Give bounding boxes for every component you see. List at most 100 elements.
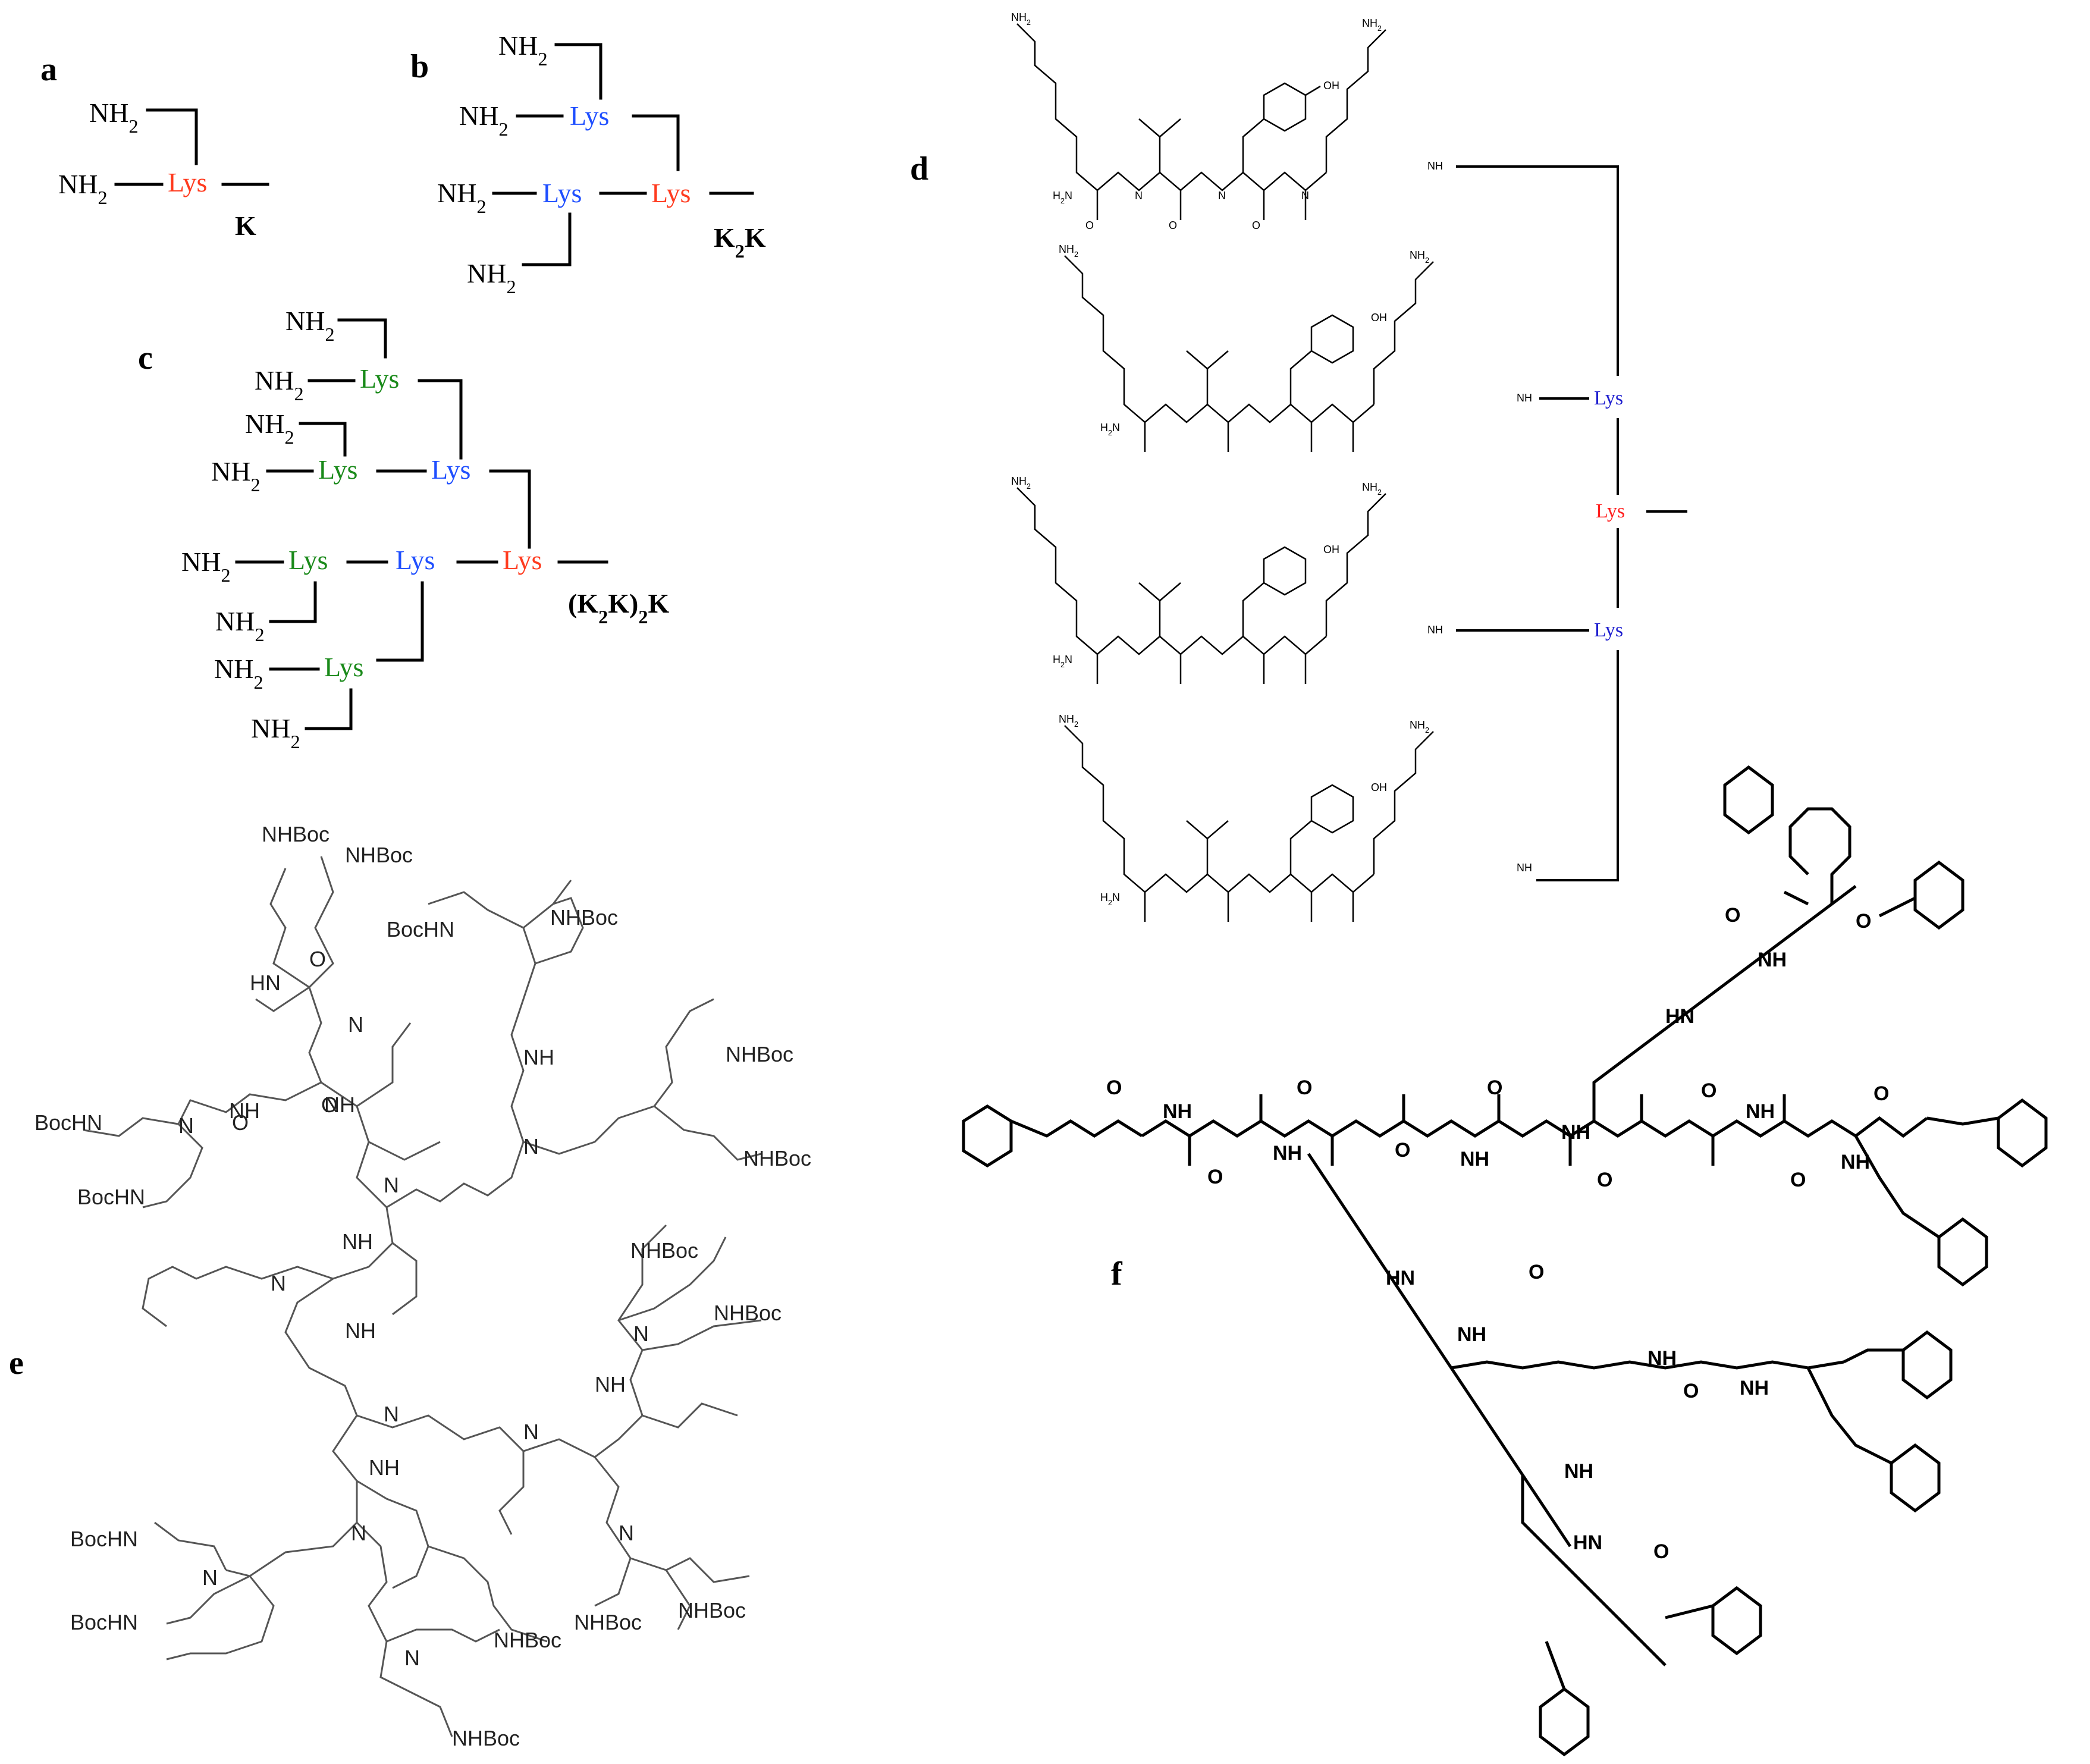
nh-label: NH: [342, 1229, 373, 1254]
bochn-label: BocHN: [387, 917, 454, 941]
nh2-label: NH2: [58, 169, 108, 208]
lys-second: Lys: [431, 454, 470, 485]
bochn-label: BocHN: [70, 1610, 138, 1634]
nhboc-label: NHBoc: [714, 1301, 782, 1325]
n-label: N: [351, 1521, 366, 1545]
oh-label: OH: [1323, 80, 1339, 92]
nhboc-label: NHBoc: [726, 1042, 793, 1066]
n-label: N: [523, 1134, 539, 1159]
bochn-label: BocHN: [34, 1110, 102, 1135]
nh-label: NH: [1273, 1142, 1302, 1165]
nh-label: NH: [1460, 1148, 1489, 1170]
panel-f-label: f: [1111, 1255, 1123, 1292]
panel-c: c NH2 NH2 Lys NH2 NH2 Lys Lys NH2 Lys Ly…: [138, 306, 669, 752]
nh2-label: NH2: [245, 409, 294, 448]
n-label: N: [348, 1012, 363, 1037]
peptide-chain: NH2 H2N O N O N O N OH NH2 NH: [1011, 11, 1443, 231]
nh-label: NH: [1427, 160, 1443, 172]
panel-f: f NH NH NH NH NH NH NH HN HN NH NH NH NH: [962, 765, 2048, 1757]
o-label: O: [1701, 1079, 1716, 1102]
o-label: O: [321, 1093, 338, 1117]
oh-label: OH: [1371, 312, 1387, 324]
lys-third: Lys: [288, 545, 328, 575]
n-label: N: [384, 1402, 399, 1426]
nh-label: NH: [1517, 862, 1532, 874]
oh-label: OH: [1371, 781, 1387, 793]
o-label: O: [1487, 1076, 1502, 1099]
nh-label: NH: [1163, 1100, 1192, 1123]
o-label: O: [1395, 1139, 1410, 1162]
o-label: O: [1653, 1540, 1669, 1563]
nhboc-label: NHBoc: [262, 822, 329, 846]
o-label: O: [1790, 1169, 1806, 1191]
panel-a-caption: K: [235, 211, 256, 241]
nh-label: NH: [1564, 1460, 1593, 1483]
nhboc-label: NHBoc: [743, 1146, 811, 1170]
nh2-label: NH2: [211, 456, 261, 495]
hn-label: HN: [1386, 1267, 1415, 1289]
o-label: O: [1725, 904, 1740, 927]
lys-core: Lys: [168, 167, 207, 197]
o-label: O: [1207, 1166, 1223, 1188]
lys-second: Lys: [570, 101, 609, 131]
nh2-label: NH2: [1059, 243, 1078, 259]
o-label: O: [1597, 1169, 1612, 1191]
n-label: N: [1135, 190, 1143, 202]
panel-a: a NH2 NH2 Lys K: [40, 51, 269, 241]
lys-core: Lys: [503, 545, 542, 575]
n-label: N: [619, 1521, 634, 1545]
nh2-label: NH2: [459, 101, 509, 140]
nh2-label: NH2: [1011, 11, 1031, 27]
nh2-label: NH2: [1011, 475, 1031, 491]
nh-label: NH: [1457, 1323, 1486, 1346]
nh-label: NH: [1561, 1121, 1590, 1144]
nh-label: NH: [1746, 1100, 1775, 1123]
lys-second: Lys: [1594, 387, 1623, 409]
bochn-label: BocHN: [77, 1185, 145, 1209]
lys-second: Lys: [1594, 619, 1623, 641]
hn-label: HN: [1665, 1005, 1694, 1028]
o-label: O: [232, 1110, 249, 1135]
nh2-label: NH2: [1362, 17, 1382, 33]
bochn-label: BocHN: [70, 1527, 138, 1551]
n-label: N: [271, 1271, 286, 1295]
nh-label: NH: [1427, 624, 1443, 636]
nhboc-label: NHBoc: [452, 1726, 520, 1750]
nh2-label: NH2: [1362, 481, 1382, 497]
nh-label: NH: [1647, 1347, 1677, 1370]
nh2-label: NH2: [255, 365, 304, 404]
n-label: N: [384, 1173, 399, 1197]
nhboc-label: NHBoc: [550, 905, 618, 930]
o-label: O: [1085, 219, 1094, 231]
lys-core: Lys: [1596, 500, 1625, 522]
nh2-label: NH2: [498, 30, 548, 70]
o-label: O: [1252, 219, 1260, 231]
lys-second: Lys: [542, 178, 582, 208]
hn-label: HN: [250, 971, 281, 995]
h2n-label: H2N: [1053, 190, 1072, 205]
lys-second: Lys: [396, 545, 435, 575]
n-label: N: [202, 1565, 218, 1590]
o-label: O: [1683, 1380, 1699, 1402]
panel-d-label: d: [910, 150, 928, 187]
panel-c-caption: (K2K)2K: [568, 588, 669, 627]
panel-e: e NHBoc NHBoc BocHN NHBoc NHBoc NHBoc Bo…: [9, 822, 811, 1750]
panel-b-caption: K2K: [714, 222, 766, 262]
nh-label: NH: [345, 1319, 376, 1343]
peptide-chain: NH2 H2N OH NH2 NH: [1059, 243, 1532, 452]
n-label: N: [404, 1646, 420, 1670]
nh2-label: NH2: [251, 713, 300, 752]
lys-third: Lys: [324, 652, 363, 682]
nh2-label: NH2: [215, 606, 265, 645]
n-label: N: [633, 1322, 649, 1346]
oh-label: OH: [1323, 544, 1339, 555]
o-label: O: [309, 947, 326, 971]
panel-d: d NH2 H2N O N O N O N OH NH2 NH: [910, 11, 1687, 922]
n-label: N: [1301, 190, 1309, 202]
h2n-label: H2N: [1053, 654, 1072, 669]
nh-label: NH: [1758, 949, 1787, 971]
nh2-label: NH2: [467, 258, 516, 297]
nh2-label: NH2: [437, 178, 487, 217]
n-label: N: [1218, 190, 1226, 202]
